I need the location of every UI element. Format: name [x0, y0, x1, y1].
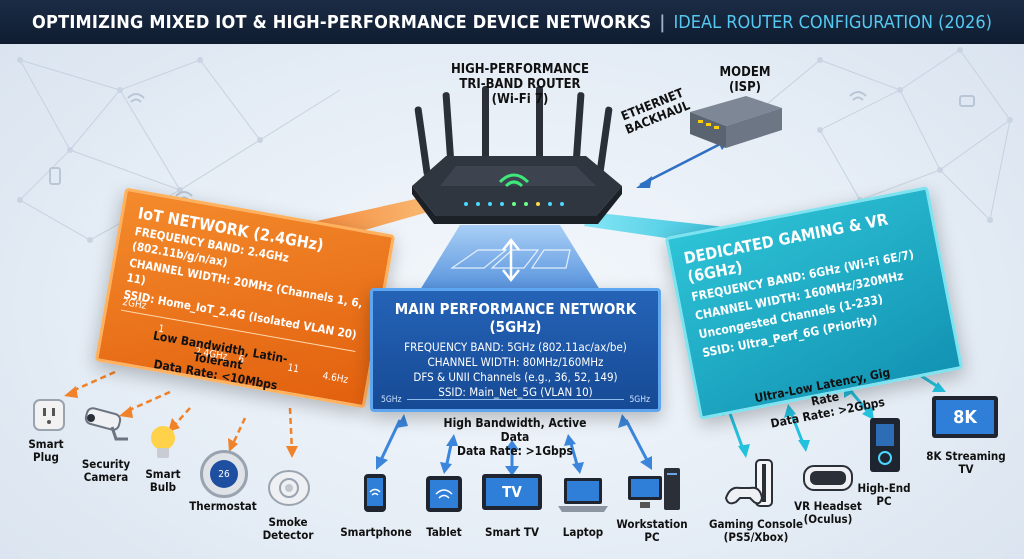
iot-device-arrows: [69, 370, 294, 453]
device-label-security-camera: Security Camera: [76, 458, 136, 484]
device-label-smoke-detector: Smoke Detector: [256, 516, 320, 542]
smartphone-icon: [364, 474, 386, 512]
device-label-workstation-pc: Workstation PC: [612, 518, 692, 544]
device-label-smartphone: Smartphone: [338, 526, 414, 539]
router-label: HIGH-PERFORMANCE TRI-BAND ROUTER (Wi-Fi …: [425, 62, 615, 107]
modem-label: MODEM (ISP): [700, 65, 790, 95]
gaming-console-icon: [724, 459, 773, 507]
device-label-line1: Smart TV: [485, 525, 539, 539]
main-panel-heading: MAIN PERFORMANCE NETWORK (5GHz): [394, 300, 637, 336]
main-performance-network-panel: MAIN PERFORMANCE NETWORK (5GHz) FREQUENC…: [370, 288, 661, 412]
device-label-line2: Plug: [33, 450, 59, 464]
smart-plug-icon: [33, 399, 65, 431]
device-label-line1: Smartphone: [340, 525, 412, 539]
vr-headset-icon: [803, 465, 853, 491]
smart-tv-icon: TV: [482, 474, 542, 510]
main-caption-line2: Data Rate: >1Gbps: [457, 444, 573, 458]
high-end-pc-icon: [870, 418, 900, 472]
page-subtitle: IDEAL ROUTER CONFIGURATION (2026): [673, 11, 992, 33]
smoke-detector-icon: [268, 470, 310, 506]
device-label-line1: Workstation: [616, 517, 688, 531]
device-label-line1: VR Headset: [794, 499, 862, 513]
title-bar: OPTIMIZING MIXED IOT & HIGH-PERFORMANCE …: [0, 0, 1024, 44]
laptop-icon: [558, 478, 608, 512]
main-beam-grid: [450, 249, 571, 269]
device-label-line2: Detector: [262, 528, 314, 542]
tri-band-router-icon: [412, 86, 622, 224]
device-label-line2: Bulb: [149, 480, 177, 494]
device-label-line2: Camera: [83, 470, 129, 484]
ethernet-arrow: [639, 138, 729, 187]
8k-tv-icon: 8K: [932, 396, 998, 438]
main-caption-line1: High Bandwidth, Active Data: [443, 416, 587, 444]
router-label-line1: HIGH-PERFORMANCE: [451, 62, 589, 77]
device-label-thermostat: Thermostat: [186, 500, 260, 513]
device-label-line1: Smart: [28, 437, 64, 451]
device-label-line1: High-End: [857, 481, 911, 495]
tablet-icon: [426, 476, 462, 512]
smart-tv-screen: TV: [486, 478, 538, 506]
router-label-line3: (Wi-Fi 7): [491, 92, 549, 107]
main-panel-line: DFS & UNII Channels (e.g., 36, 52, 149): [413, 370, 618, 384]
main-panel-line: FREQUENCY BAND: 5GHz (802.11ac/ax/be): [404, 340, 627, 354]
device-label-line2: (Oculus): [803, 512, 853, 526]
device-label-8k-streaming-tv: 8K Streaming TV: [920, 450, 1012, 476]
device-label-line1: Gaming Console: [708, 517, 804, 531]
device-label-line1: 8K Streaming: [926, 449, 1006, 463]
device-label-high-end-pc: High-End PC: [852, 482, 916, 508]
device-label-gaming-console: Gaming Console (PS5/Xbox): [706, 518, 806, 544]
device-label-laptop: Laptop: [550, 526, 616, 539]
device-label-line2: PC: [876, 494, 892, 508]
device-label-line1: Security: [81, 457, 131, 471]
device-label-smart-bulb: Smart Bulb: [133, 468, 193, 494]
thermostat-display: 26: [210, 460, 238, 488]
main-panel-foot-left: 5GHz: [381, 395, 402, 405]
modem-label-line2: (ISP): [728, 80, 762, 95]
modem-icon: [690, 96, 782, 148]
8k-tv-screen: 8K: [936, 400, 994, 434]
smart-bulb-icon: [151, 426, 175, 458]
thermostat-icon: 26: [200, 450, 248, 498]
main-panel-baseline: [407, 399, 624, 400]
device-label-line1: Laptop: [562, 525, 604, 539]
main-panel-foot-right: 5GHz: [629, 395, 650, 405]
device-label-line1: Smart: [145, 467, 181, 481]
device-label-vr-headset: VR Headset (Oculus): [790, 500, 866, 526]
device-label-line2: (PS5/Xbox): [723, 530, 789, 544]
device-label-line2: PC: [644, 530, 660, 544]
router-label-line2: TRI-BAND ROUTER: [459, 77, 581, 92]
device-label-smart-tv: Smart TV: [476, 526, 548, 539]
page-title: OPTIMIZING MIXED IOT & HIGH-PERFORMANCE …: [32, 11, 652, 33]
spectrum-right-label: 4.6Hz: [321, 370, 349, 387]
modem-label-line1: MODEM: [719, 65, 771, 80]
security-camera-icon: [84, 407, 128, 441]
main-panel-line: SSID: Main_Net_5G (VLAN 10): [438, 385, 593, 399]
title-separator: |: [659, 11, 666, 33]
device-label-tablet: Tablet: [414, 526, 474, 539]
device-label-line1: Thermostat: [189, 499, 257, 513]
main-caption: High Bandwidth, Active Data Data Rate: >…: [430, 416, 600, 458]
main-panel-line: CHANNEL WIDTH: 80MHz/160MHz: [427, 355, 604, 369]
workstation-pc-icon: [628, 468, 680, 510]
device-label-line2: TV: [958, 462, 974, 476]
device-label-line1: Smoke: [268, 515, 308, 529]
main-beam-updown-arrow: [502, 237, 520, 283]
device-label-smart-plug: Smart Plug: [16, 438, 76, 464]
device-label-line1: Tablet: [426, 525, 462, 539]
